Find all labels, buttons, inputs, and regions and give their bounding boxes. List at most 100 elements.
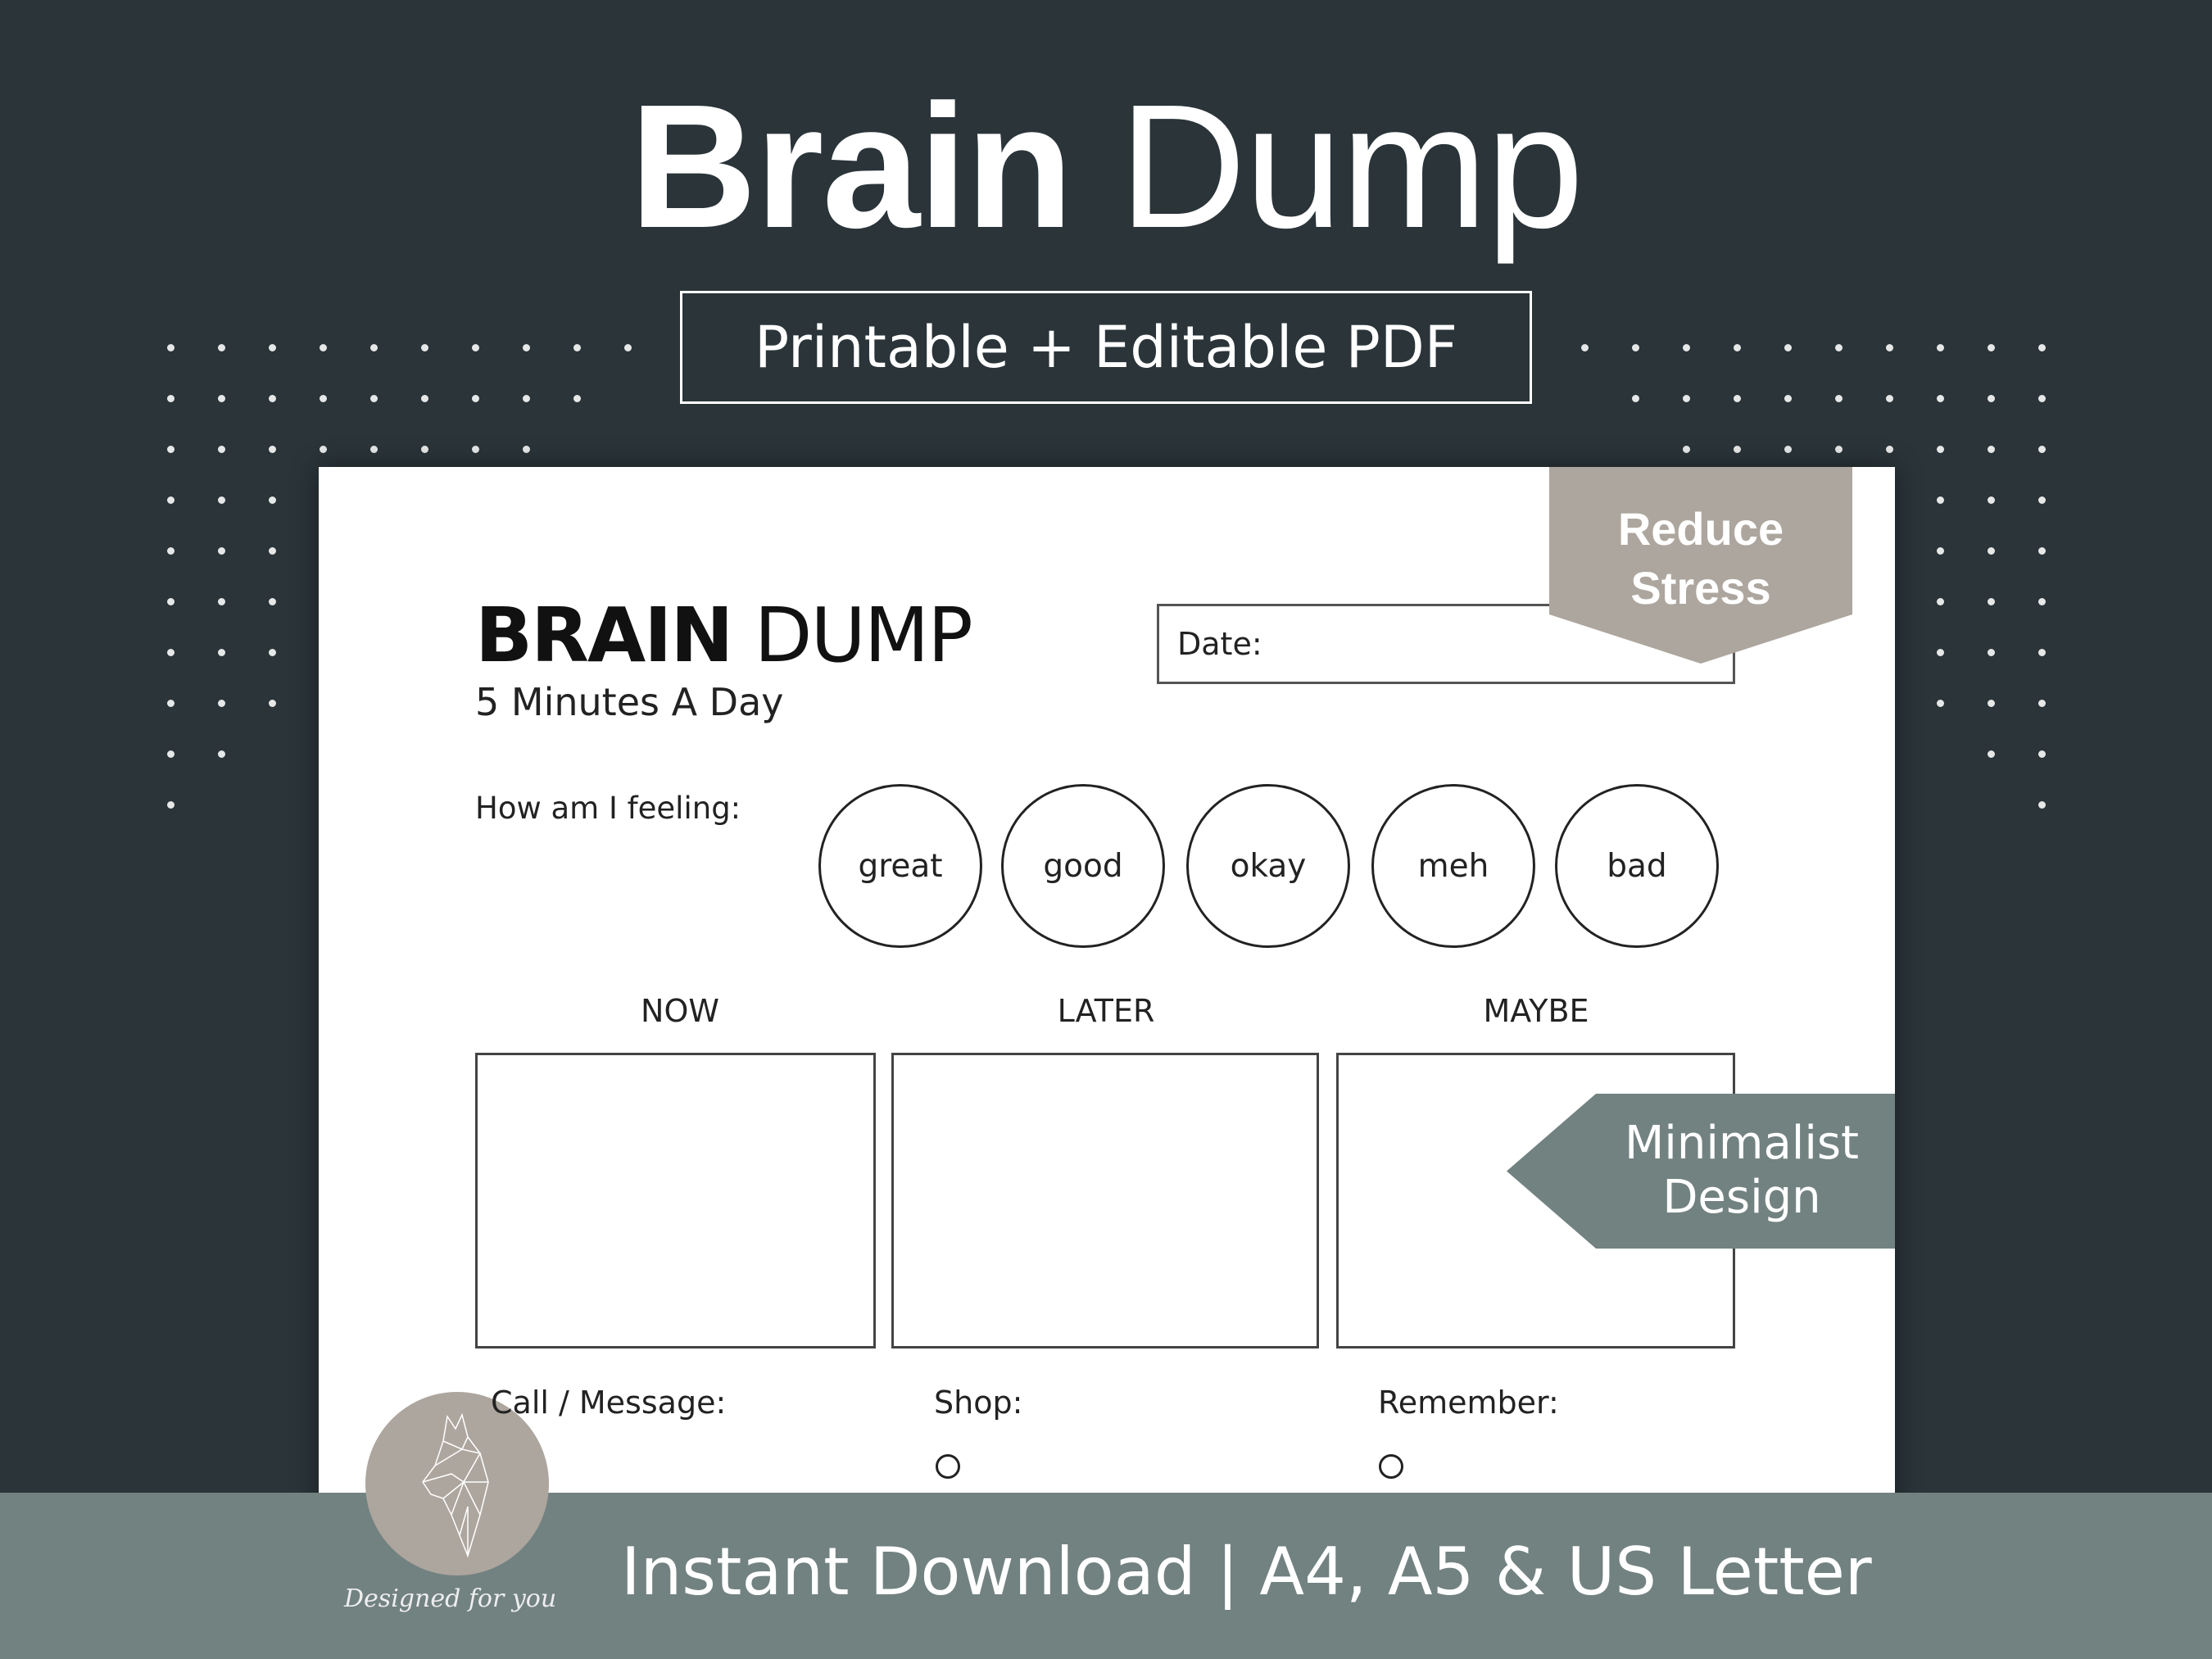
decor-dot	[218, 598, 225, 605]
footer-bar	[0, 1493, 2212, 1659]
decor-dot	[472, 395, 479, 402]
decor-dot	[2038, 547, 2046, 555]
decor-dot	[1988, 750, 1995, 758]
wolf-icon	[422, 1412, 489, 1558]
decor-dot	[573, 344, 581, 351]
mood-great[interactable]: great	[818, 784, 982, 948]
decor-dot	[167, 649, 175, 656]
decor-dot	[523, 395, 530, 402]
decor-dot	[269, 547, 276, 555]
decor-dot	[1581, 344, 1589, 351]
date-field[interactable]: Date:	[1157, 604, 1735, 684]
decor-dot	[1988, 446, 1995, 453]
later-box[interactable]	[891, 1053, 1319, 1349]
decor-dot	[167, 801, 175, 809]
decor-dot	[2038, 750, 2046, 758]
decor-dot	[1835, 446, 1843, 453]
column-label-now: NOW	[641, 993, 719, 1029]
decor-dot	[218, 395, 225, 402]
decor-dot	[421, 395, 428, 402]
decor-dot	[320, 395, 327, 402]
remember-checkbox[interactable]	[1379, 1454, 1403, 1479]
decor-dot	[472, 446, 479, 453]
date-label: Date:	[1177, 626, 1262, 662]
decor-dot	[167, 395, 175, 402]
logo-script-text: Designed for you	[344, 1584, 557, 1613]
now-box[interactable]	[475, 1053, 876, 1349]
decor-dot	[269, 446, 276, 453]
mood-good[interactable]: good	[1001, 784, 1165, 948]
decor-dot	[1937, 547, 1944, 555]
sheet-heading: BRAIN DUMP	[475, 592, 973, 679]
feeling-label: How am I feeling:	[475, 791, 741, 826]
decor-dot	[1886, 344, 1893, 351]
decor-dot	[1784, 446, 1792, 453]
decor-dot	[269, 700, 276, 707]
decor-dot	[1937, 496, 1944, 504]
printable-sheet	[319, 467, 1895, 1532]
decor-dot	[573, 395, 581, 402]
decor-dot	[1886, 395, 1893, 402]
decor-dot	[218, 700, 225, 707]
decor-dot	[421, 446, 428, 453]
decor-dot	[472, 344, 479, 351]
decor-dot	[269, 598, 276, 605]
decor-dot	[1988, 700, 1995, 707]
shop-label: Shop:	[934, 1385, 1023, 1421]
wolf-logo	[365, 1392, 549, 1575]
decor-dot	[1937, 700, 1944, 707]
decor-dot	[1988, 649, 1995, 656]
decor-dot	[2038, 801, 2046, 809]
decor-dot	[167, 598, 175, 605]
decor-dot	[1988, 598, 1995, 605]
decor-dot	[1784, 344, 1792, 351]
decor-dot	[1988, 395, 1995, 402]
footer-text: Instant Download | A4, A5 & US Letter	[621, 1534, 1872, 1610]
decor-dot	[2038, 649, 2046, 656]
decor-dot	[1632, 395, 1639, 402]
decor-dot	[269, 344, 276, 351]
decor-dot	[1683, 395, 1690, 402]
decor-dot	[1683, 446, 1690, 453]
decor-dot	[2038, 496, 2046, 504]
decor-dot	[523, 446, 530, 453]
decor-dot	[1734, 344, 1741, 351]
decor-dot	[218, 496, 225, 504]
decor-dot	[2038, 395, 2046, 402]
page-title: Brain Dump	[629, 67, 1584, 265]
decor-dot	[167, 700, 175, 707]
decor-dot	[2038, 344, 2046, 351]
decor-dot	[1937, 446, 1944, 453]
decor-dot	[370, 344, 378, 351]
column-label-later: LATER	[1057, 993, 1155, 1029]
decor-dot	[1734, 395, 1741, 402]
decor-dot	[218, 750, 225, 758]
mood-meh[interactable]: meh	[1371, 784, 1535, 948]
decor-dot	[1835, 344, 1843, 351]
decor-dot	[269, 496, 276, 504]
decor-dot	[1988, 496, 1995, 504]
decor-dot	[167, 750, 175, 758]
decor-dot	[218, 547, 225, 555]
decor-dot	[1632, 344, 1639, 351]
mood-bad[interactable]: bad	[1555, 784, 1719, 948]
decor-dot	[1988, 547, 1995, 555]
mood-okay[interactable]: okay	[1186, 784, 1350, 948]
decor-dot	[421, 344, 428, 351]
decor-dot	[624, 344, 632, 351]
decor-dot	[1937, 649, 1944, 656]
decor-dot	[1886, 446, 1893, 453]
decor-dot	[1937, 344, 1944, 351]
decor-dot	[523, 344, 530, 351]
decor-dot	[320, 344, 327, 351]
decor-dot	[218, 446, 225, 453]
decor-dot	[1937, 598, 1944, 605]
subtitle-box: Printable + Editable PDF	[680, 291, 1532, 404]
decor-dot	[167, 344, 175, 351]
call-message-label: Call / Message:	[491, 1385, 727, 1421]
decor-dot	[370, 446, 378, 453]
shop-checkbox[interactable]	[936, 1454, 960, 1479]
decor-dot	[2038, 446, 2046, 453]
decor-dot	[1784, 395, 1792, 402]
